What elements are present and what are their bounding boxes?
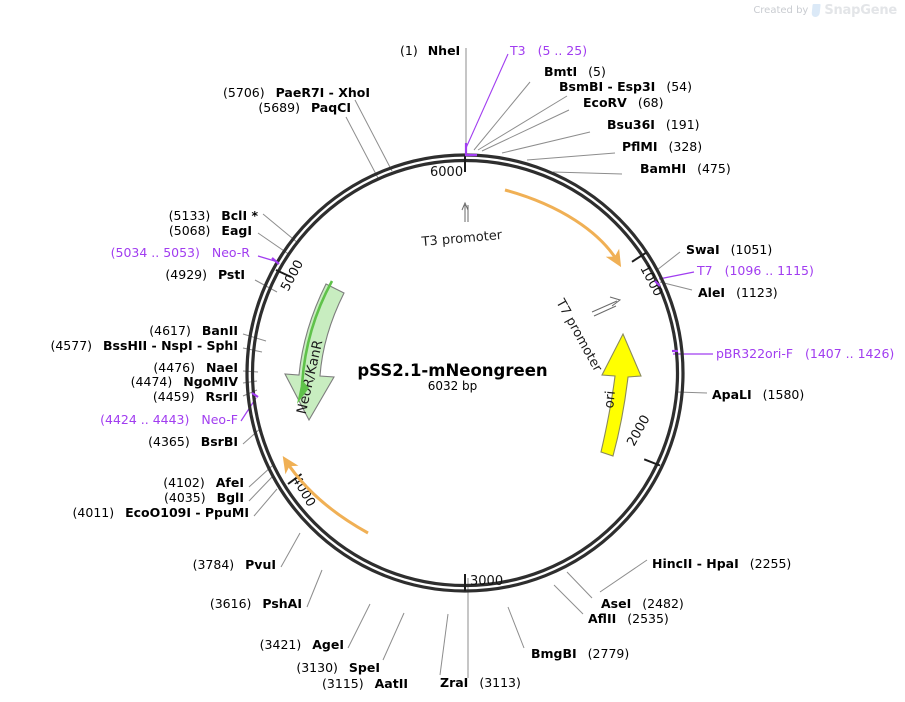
site-label-psti[interactable]: (4929) PstI	[165, 267, 245, 282]
snapgene-brand: SnapGene	[824, 3, 897, 18]
feature-neor-kanr[interactable]: NeoR/KanR	[284, 283, 345, 422]
promoter-glyph-t3	[461, 201, 469, 222]
site-label-asei[interactable]: AseI (2482)	[601, 596, 684, 611]
site-label-ngomiv[interactable]: (4474) NgoMIV	[130, 374, 238, 389]
neor-direction-arc	[300, 280, 334, 387]
site-label-bcli[interactable]: (5133) BclI *	[168, 208, 258, 223]
primer-label-neo-f[interactable]: (4424 .. 4443) Neo-F	[100, 412, 238, 427]
tick-label-6000: 6000	[430, 165, 463, 180]
site-label-swai[interactable]: SwaI (1051)	[686, 242, 773, 257]
site-label-pflmi[interactable]: PflMI (328)	[622, 139, 703, 154]
site-label-afei[interactable]: (4102) AfeI	[163, 475, 244, 490]
site-label-ecoo109i-ppumi[interactable]: (4011) EcoO109I - PpuMI	[72, 505, 249, 520]
primer-label-pbr322ori-f[interactable]: pBR322ori-F (1407 .. 1426)	[716, 346, 895, 361]
tick-label-3000: 3000	[470, 574, 503, 589]
site-label-nhei[interactable]: (1) NheI	[400, 43, 461, 58]
plasmid-name: pSS2.1-mNeongreen	[357, 361, 548, 380]
site-label-rsrii[interactable]: (4459) RsrII	[152, 389, 238, 404]
site-label-bsmbi-esp3i[interactable]: BsmBI - Esp3I (54)	[559, 79, 692, 94]
site-label-bmgbi[interactable]: BmgBI (2779)	[531, 646, 630, 661]
promoter-glyph-t7	[591, 296, 622, 317]
primer-label-neo-r[interactable]: (5034 .. 5053) Neo-R	[110, 245, 250, 260]
site-label-bmti[interactable]: BmtI (5)	[544, 64, 606, 79]
site-label-hincii-hpai[interactable]: HincII - HpaI (2255)	[652, 556, 792, 571]
site-label-ecorv[interactable]: EcoRV (68)	[583, 95, 664, 110]
snapgene-credit: Created by SnapGene	[753, 3, 897, 18]
promoter-label-t3: T3 promoter	[420, 228, 503, 250]
site-label-bsshii-nspi-sphi[interactable]: (4577) BssHII - NspI - SphI	[50, 338, 238, 353]
primer-ticks	[251, 143, 678, 398]
site-label-pvui[interactable]: (3784) PvuI	[192, 557, 276, 572]
site-label-eagi[interactable]: (5068) EagI	[168, 223, 252, 238]
site-label-naei[interactable]: (4476) NaeI	[153, 360, 238, 375]
primer-label-t7[interactable]: T7 (1096 .. 1115)	[697, 263, 814, 278]
site-label-banii[interactable]: (4617) BanII	[149, 323, 238, 338]
tick-label-4000: 4000	[289, 474, 319, 510]
site-label-zrai[interactable]: ZraI (3113)	[440, 675, 521, 690]
leader-lines-bottom	[347, 578, 525, 678]
direction-arc-top-right	[504, 188, 622, 268]
feature-label-ori: ori	[601, 390, 619, 409]
neor-direction-arrowhead	[297, 380, 309, 404]
site-label-bamhi[interactable]: BamHI (475)	[640, 161, 731, 176]
site-label-bgli[interactable]: (4035) BglI	[164, 490, 244, 505]
site-label-apali[interactable]: ApaLI (1580)	[712, 387, 805, 402]
site-label-bsrbi[interactable]: (4365) BsrBI	[148, 434, 238, 449]
feature-ori[interactable]: ori	[600, 332, 642, 457]
site-label-bsu36i[interactable]: Bsu36I (191)	[607, 117, 700, 132]
leader-lines-top-left	[345, 99, 393, 179]
scale-ticks	[275, 155, 661, 591]
site-label-paqci[interactable]: (5689) PaqCI	[258, 100, 351, 115]
leader-lines-primers-right	[658, 271, 713, 355]
site-label-aflii[interactable]: AflII (2535)	[588, 611, 669, 626]
leader-line-t3-primer	[465, 53, 509, 149]
leader-lines-top	[465, 48, 623, 175]
site-label-spei[interactable]: (3130) SpeI	[296, 660, 380, 675]
tick-label-2000: 2000	[624, 413, 653, 449]
site-label-alei[interactable]: AleI (1123)	[698, 285, 778, 300]
site-label-aatii[interactable]: (3115) AatII	[322, 676, 408, 691]
site-label-agei[interactable]: (3421) AgeI	[259, 637, 344, 652]
site-label-pshai[interactable]: (3616) PshAI	[209, 596, 302, 611]
credit-prefix: Created by	[753, 5, 809, 16]
plasmid-size: 6032 bp	[427, 379, 478, 393]
site-label-paer7i-xhoi[interactable]: (5706) PaeR7I - XhoI	[223, 85, 370, 100]
primer-label-t3[interactable]: T3 (5 .. 25)	[510, 43, 588, 58]
direction-arc-bottom-left	[282, 455, 369, 535]
